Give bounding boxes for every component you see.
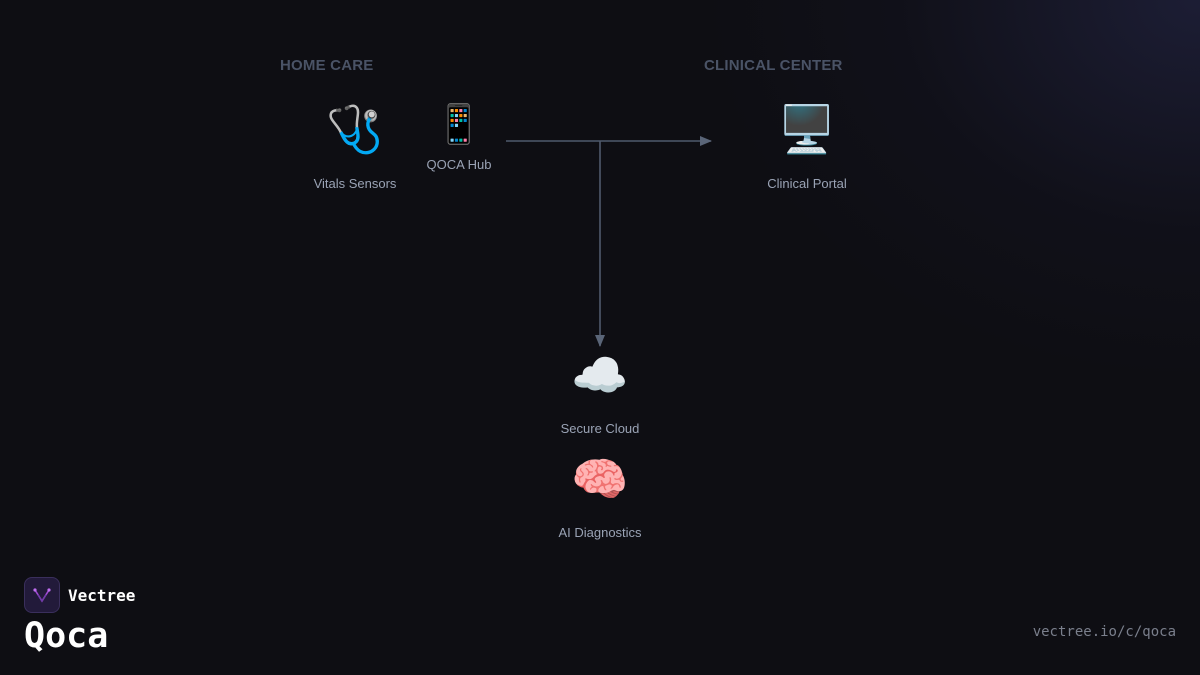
brand-block: Vectree Qoca — [24, 577, 135, 657]
node-label: AI Diagnostics — [558, 525, 642, 540]
node-clinical-portal: 🖥️ Clinical Portal — [752, 106, 862, 191]
node-label: Clinical Portal — [767, 176, 847, 191]
vectree-logo-icon — [24, 577, 60, 613]
desktop-computer-icon: 🖥️ — [778, 103, 836, 155]
company-name: Vectree — [68, 585, 136, 605]
product-url[interactable]: vectree.io/c/qoca — [1032, 624, 1176, 640]
node-vitals-sensors: 🩺 Vitals Sensors — [300, 106, 410, 191]
section-label-home-care: HOME CARE — [280, 57, 374, 74]
node-qoca-hub: 📱 QOCA Hub — [414, 106, 504, 172]
logo-mark — [33, 588, 51, 603]
mobile-phone-icon: 📱 — [435, 104, 483, 146]
brain-icon: 🧠 — [571, 453, 629, 505]
section-label-clinical-center: CLINICAL CENTER — [704, 57, 843, 74]
node-label: Secure Cloud — [560, 421, 640, 436]
cloud-icon: ☁️ — [571, 349, 629, 401]
node-label: Vitals Sensors — [313, 176, 397, 191]
node-secure-cloud: ☁️ Secure Cloud — [545, 352, 655, 436]
node-ai-diagnostics: 🧠 AI Diagnostics — [540, 456, 660, 540]
node-label: QOCA Hub — [426, 157, 492, 172]
stethoscope-icon: 🩺 — [326, 103, 384, 155]
product-name: Qoca — [24, 616, 109, 656]
